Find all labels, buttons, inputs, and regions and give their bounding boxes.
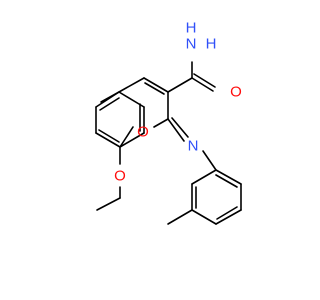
- bond: [153, 118, 169, 128]
- carbonyl-o-label: O: [230, 84, 242, 101]
- bond: [167, 77, 193, 93]
- bond: [167, 118, 185, 142]
- bond: [193, 73, 216, 88]
- atom-labels: N H H O O N O: [114, 20, 242, 185]
- bond: [143, 77, 169, 93]
- bond: [95, 91, 120, 108]
- ring-o-label: O: [137, 124, 149, 141]
- bond: [95, 132, 121, 148]
- bond: [191, 209, 217, 225]
- bond: [98, 129, 120, 143]
- methoxy-o-label: O: [114, 168, 126, 185]
- bond: [216, 206, 238, 220]
- amine-n-label: N: [186, 36, 197, 53]
- bond: [191, 77, 214, 92]
- bond: [99, 97, 120, 111]
- bond: [167, 209, 193, 225]
- bond: [171, 117, 189, 138]
- amine-h1-label: H: [206, 36, 217, 53]
- bond: [118, 77, 145, 93]
- amine-h2-label: H: [186, 20, 197, 37]
- bond: [119, 126, 134, 148]
- imine-n-label: N: [188, 138, 199, 155]
- bond: [202, 150, 217, 171]
- chemical-structure-diagram: N H H O O N O: [95, 20, 242, 225]
- bond: [215, 169, 242, 185]
- bond: [215, 209, 242, 225]
- bonds: [95, 61, 242, 225]
- bond: [191, 169, 217, 185]
- bond: [144, 82, 165, 95]
- bond: [119, 132, 145, 148]
- bond: [215, 174, 238, 188]
- bond: [96, 197, 121, 211]
